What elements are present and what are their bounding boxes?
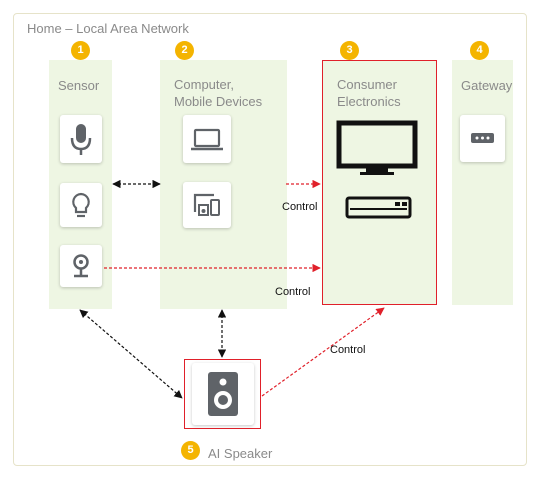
group-title: Gateway [461, 78, 513, 93]
devices-icon [183, 182, 231, 228]
group-number-badge: 5 [181, 441, 200, 460]
edge-speaker-to-electronics [261, 307, 385, 397]
camera-icon [60, 245, 102, 287]
group-title: Computer, Mobile Devices [174, 76, 262, 110]
air-conditioner-icon [345, 196, 412, 222]
group-title: AI Speaker [208, 446, 273, 461]
group-title: Sensor [58, 78, 100, 93]
gateway-group [452, 60, 513, 305]
microphone-icon [60, 115, 102, 163]
router-icon [460, 115, 505, 162]
edge-label: Control [282, 201, 318, 213]
edge-label: Control [330, 344, 366, 356]
group-number-badge: 3 [340, 41, 359, 60]
group-title-line: Consumer [337, 77, 397, 92]
tv-icon [336, 120, 418, 178]
lightbulb-icon [60, 183, 102, 227]
frame-title: Home – Local Area Network [27, 21, 189, 36]
local-area-network-frame [13, 13, 527, 466]
group-number-badge: 2 [175, 41, 194, 60]
group-title-line: Electronics [337, 94, 401, 109]
group-title-line: Mobile Devices [174, 94, 263, 109]
group-number-badge: 4 [470, 41, 489, 60]
laptop-icon [183, 115, 231, 163]
edge-label: Control [275, 286, 311, 298]
consumer-electronics-group [322, 60, 437, 305]
group-title-line: Computer, [174, 77, 234, 92]
speaker-icon [192, 363, 254, 425]
group-title: Consumer Electronics [337, 76, 401, 110]
group-number-badge: 1 [71, 41, 90, 60]
edge-sensor-to-speaker [79, 309, 183, 399]
